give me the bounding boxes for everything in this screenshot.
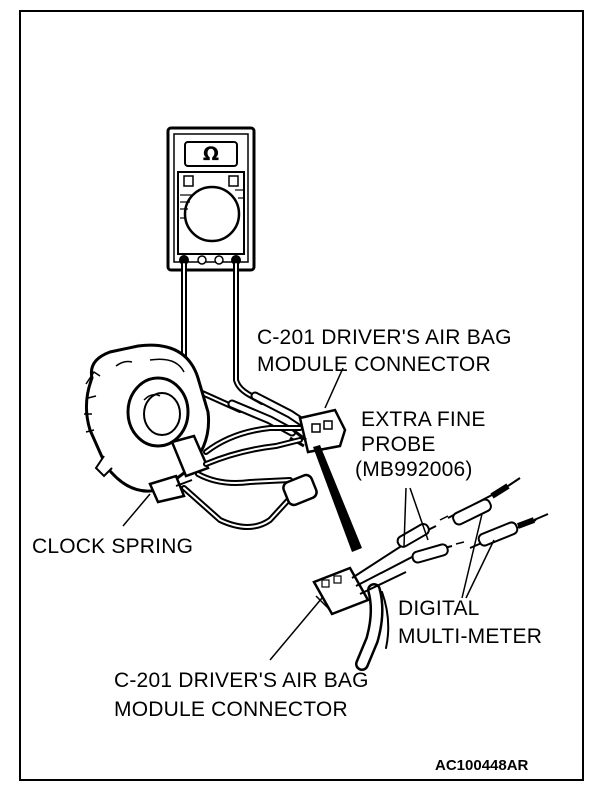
meter-leaders (461, 513, 495, 599)
label-connector-bottom-line1: C-201 DRIVER'S AIR BAG (114, 669, 369, 692)
meter-dial (183, 185, 241, 243)
label-connector-top-line2: MODULE CONNECTOR (257, 353, 491, 376)
bottom-harness (355, 583, 390, 671)
label-connector-bottom-line2: MODULE CONNECTOR (114, 698, 348, 721)
leader-clock-spring (122, 493, 151, 527)
resistor-plug (282, 473, 318, 507)
extra-fine-probes (351, 515, 465, 595)
clock-spring-harness (181, 425, 303, 530)
label-probe-line1: EXTRA FINE (361, 408, 486, 431)
label-probe-line3: (MB992006) (355, 458, 473, 481)
probe-leaders (403, 487, 429, 547)
label-meter-line2: MULTI-METER (398, 625, 543, 648)
label-clock-spring: CLOCK SPRING (32, 535, 194, 558)
label-probe-line2: PROBE (361, 433, 436, 456)
clock-spring (84, 343, 211, 504)
figure-code: AC100448AR (435, 757, 529, 774)
top-connector (289, 408, 347, 454)
leader-top-connector (324, 367, 344, 409)
label-meter-line1: DIGITAL (398, 597, 480, 620)
leader-bottom-connector (269, 597, 323, 661)
label-connector-top-line1: C-201 DRIVER'S AIR BAG (257, 326, 512, 349)
meter-display (184, 141, 238, 167)
black-probe (313, 445, 362, 552)
multimeter-test-leads (447, 477, 549, 549)
ohm-symbol: Ω (203, 143, 219, 165)
multimeter (166, 126, 256, 272)
bottom-connector (312, 566, 370, 616)
